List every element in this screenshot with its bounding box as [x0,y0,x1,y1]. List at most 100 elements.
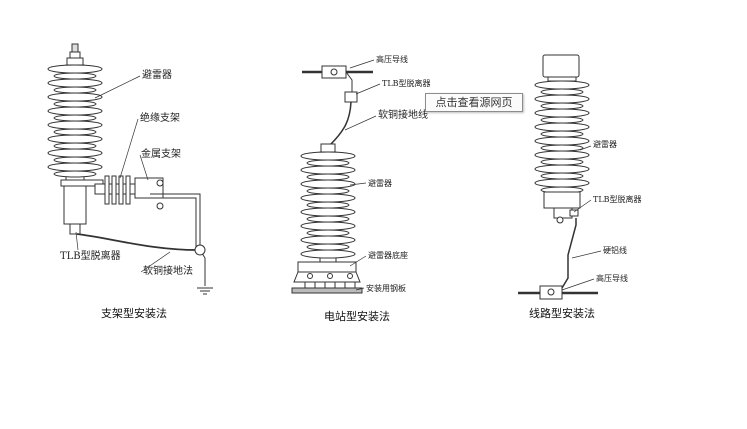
insulator-shed-large [47,120,103,130]
insulator-shed-large [300,151,356,161]
label-hv-wire-2: 高压导线 [376,55,408,64]
arrester-body-1 [47,64,103,181]
disconnector-tab [569,209,579,217]
bolt [156,202,164,210]
leader-soft-copper-1 [140,251,171,273]
caption-line: 线路型安装法 [529,307,595,320]
arrester-top-cap-3 [542,54,580,78]
leader-arrester-base [349,255,367,267]
label-arrester-3: 避雷器 [593,140,617,149]
insulator-shed-small [53,156,97,164]
insulator-shed-small [540,158,584,166]
insulator-shed-large [47,92,103,102]
caption-bracket: 支架型安装法 [101,307,167,320]
arrester-body-3 [534,80,590,194]
label-arrester-1: 避雷器 [142,70,172,81]
leader-hv-wire-3 [561,278,595,291]
bracket-installation-drawing [47,43,213,295]
connector-2 [345,71,353,92]
metal-bracket-leg-inner [150,197,197,252]
metal-bracket-mount [134,177,164,199]
insulator-shed-large [47,134,103,144]
label-disconnector-3: TLB型脱离器 [593,195,642,204]
label-metal-bracket: 金属支架 [141,149,181,160]
label-arrester-base: 避雷器底座 [368,251,408,260]
steel-plate [291,287,363,294]
insulator-shed-large [300,221,356,231]
arrester-bottom-flange-3 [543,191,581,209]
insulator-shed-large [534,164,590,174]
insulator-shed-large [300,179,356,189]
leader-disconnector-2 [355,83,381,95]
disconnector-body-2 [344,91,358,103]
insulator-shed-small [53,86,97,94]
insulator-shed-small [53,142,97,150]
label-hard-aluminum: 硬铝线 [603,246,627,255]
leader-arrester-3 [579,145,592,151]
leader-insulating-bracket [119,118,139,179]
label-soft-copper-ground-2: 软铜接地线 [378,110,428,121]
insulator-shed-large [47,162,103,172]
insulator-shed-large [534,178,590,188]
insulator-shed-large [534,122,590,132]
insulator-shed-large [534,94,590,104]
insulator-shed-large [300,193,356,203]
top-nut [69,51,81,59]
insulating-plate [111,175,117,205]
insulator-shed-large [300,207,356,217]
insulating-plate [104,175,110,205]
insulator-shed-small [540,102,584,110]
insulator-shed-small [540,116,584,124]
insulator-shed-small [53,72,97,80]
base-bolt [327,273,333,279]
label-disconnector-1: TLB型脱离器 [60,251,121,262]
base-foot [304,281,316,289]
leader-arrester-1 [94,75,141,99]
insulator-shed-large [534,80,590,90]
insulator-shed-large [534,136,590,146]
view-source-tooltip[interactable]: 点击查看源网页 [425,93,523,112]
insulator-shed-large [534,150,590,160]
insulator-shed-small [306,201,350,209]
label-steel-plate: 安装用钢板 [366,284,406,293]
label-disconnector-2: TLB型脱离器 [382,79,431,88]
insulator-shed-small [53,128,97,136]
insulator-shed-small [306,187,350,195]
base-bolt [347,273,353,279]
soft-copper-wire-1 [76,233,199,251]
insulator-shed-small [540,172,584,180]
insulator-shed-small [540,144,584,152]
hard-aluminum-wire [561,218,577,289]
bolt [156,179,164,187]
clamp-bolt [547,288,555,296]
station-installation-drawing [291,59,381,294]
disconnector-bolt [556,216,564,224]
disconnector-body-3 [553,207,573,219]
insulator-shed-small [53,100,97,108]
insulating-plate [118,175,124,205]
leader-disconnector-3 [573,199,592,213]
insulator-shed-small [306,243,350,251]
label-arrester-2: 避雷器 [368,179,392,188]
insulator-shed-small [53,114,97,122]
leader-hard-aluminum [571,250,602,259]
base-foot [344,281,356,289]
wire-terminal [194,244,206,256]
insulator-shed-large [300,235,356,245]
arrester-base [63,185,87,225]
insulating-plate [125,175,131,205]
leader-steel-plate [355,287,365,291]
insulator-shed-small [53,170,97,178]
insulator-shed-small [306,173,350,181]
soft-copper-wire-2 [329,101,352,146]
disconnector-body-1 [69,223,81,235]
insulator-shed-large [47,106,103,116]
line-installation-drawing [518,54,602,300]
insulator-shed-large [300,249,356,259]
leader-hv-wire-2 [349,59,375,69]
base-bolt [307,273,313,279]
insulator-shed-large [47,78,103,88]
caption-station: 电站型安装法 [324,310,390,323]
